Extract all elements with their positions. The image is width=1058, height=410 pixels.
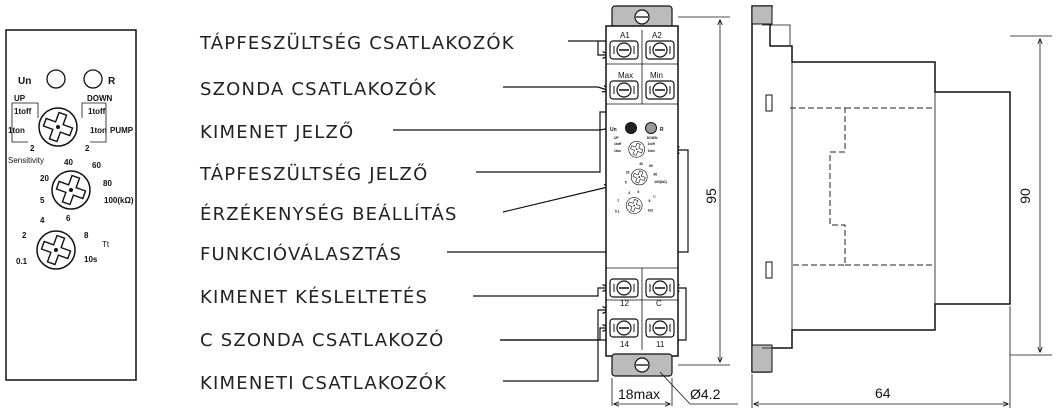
callout-supply-indicator: TÁPFESZÜLTSÉG JELZŐ [199, 163, 428, 185]
mini-t10-label: 10s [648, 208, 654, 212]
t4-label: 4 [40, 216, 45, 225]
t6-label: 6 [66, 214, 71, 223]
terminal-a1-label: A1 [620, 31, 630, 40]
dim-depth: 64 [875, 385, 891, 401]
relay-front-view: A1 A2 Max Min Un R UP DOWN 1toff 1ton 1t… [605, 5, 679, 377]
mini-up-label: UP [614, 136, 619, 140]
dim-hole: Ø4.2 [690, 386, 721, 402]
un-label: Un [18, 76, 31, 87]
terminal-14-screw[interactable] [609, 318, 639, 338]
t2-label: 2 [22, 231, 27, 240]
up-label: UP [14, 94, 26, 103]
s80-label: 80 [103, 179, 112, 188]
terminal-12-label: 12 [620, 299, 629, 308]
terminal-11-screw[interactable] [645, 318, 675, 338]
terminal-14-label: 14 [620, 340, 629, 349]
mini-tt-label: Tt [653, 195, 656, 199]
sensitivity-label: Sensitivity [8, 156, 44, 165]
down-ton-label: 1ton [90, 126, 107, 135]
mini-t4-label: 4 [628, 191, 630, 195]
down-toff-label: 1toff [88, 107, 106, 116]
t10-label: 10s [84, 255, 98, 264]
front-dimensions: 95 18max Ø4.2 [611, 16, 738, 406]
dim-width-front: 18max [618, 386, 660, 402]
t01-label: 0.1 [16, 257, 28, 266]
terminal-11-label: 11 [656, 340, 665, 349]
terminal-max-screw[interactable] [609, 80, 639, 100]
side-dimensions: 90 64 [751, 35, 1052, 408]
mini-t6-label: 6 [638, 190, 640, 194]
terminal-a2-label: A2 [652, 31, 662, 40]
mini-t01-label: 0.1 [615, 209, 620, 213]
two-a-label: 2 [30, 144, 35, 153]
mini-r-led [645, 122, 657, 134]
front-panel: Un R UP DOWN 1toff 1ton 1toff 1ton PUMP … [5, 29, 137, 381]
mini-un-led [625, 122, 637, 134]
mini-up-toff-label: 1toff [614, 142, 622, 146]
t8-label: 8 [84, 231, 89, 240]
s40-label: 40 [64, 158, 73, 167]
un-led [46, 69, 66, 89]
terminal-min-label: Min [650, 71, 663, 80]
callout-probe-terminals: SZONDA CSATLAKOZÓK [200, 78, 437, 100]
mini-s60-label: 60 [649, 164, 653, 168]
relay-side-view [751, 5, 1011, 373]
terminal-c-screw[interactable] [645, 278, 675, 298]
mini-down-toff-label: 1toff [648, 142, 656, 146]
mini-down-label: DOWN [647, 136, 658, 140]
mini-s40-label: 40 [639, 162, 643, 166]
delay-knob[interactable] [36, 230, 76, 270]
terminal-a2-screw[interactable] [645, 40, 675, 60]
down-label: DOWN [87, 94, 113, 103]
s100-label: 100(kΩ) [104, 196, 134, 205]
mini-t2-label: 2 [617, 198, 619, 202]
up-toff-label: 1toff [14, 107, 32, 116]
callout-c-probe-terminal: C SZONDA CSATLAKOZÓ [200, 329, 445, 351]
terminal-12-screw[interactable] [609, 278, 639, 298]
mini-s5-label: 5 [625, 181, 627, 185]
mini-s80-label: 80 [653, 172, 657, 176]
s20-label: 20 [40, 174, 49, 183]
pump-label: PUMP [110, 126, 134, 135]
callout-labels: TÁPFESZÜLTSÉG CSATLAKOZÓK SZONDA CSATLAK… [199, 32, 515, 394]
callout-output-indicator: KIMENET JELZŐ [200, 121, 354, 143]
callout-supply-terminals: TÁPFESZÜLTSÉG CSATLAKOZÓK [199, 32, 515, 54]
terminal-c-label: C [656, 299, 662, 308]
mini-un-label: Un [610, 127, 617, 133]
callout-sensitivity-setting: ÉRZÉKENYSÉG BEÁLLÍTÁS [200, 203, 458, 225]
sensitivity-knob[interactable] [51, 170, 91, 210]
two-b-label: 2 [85, 144, 90, 153]
mini-s20-label: 20 [626, 171, 630, 175]
r-led [83, 69, 103, 89]
s5-label: 5 [40, 196, 45, 205]
callout-function-select: FUNKCIÓVÁLASZTÁS [200, 243, 402, 265]
tt-label: Tt [102, 240, 110, 249]
mini-t8-label: 8 [648, 199, 650, 203]
up-ton-label: 1ton [8, 126, 25, 135]
mini-s100-label: 100(kΩ) [654, 180, 666, 184]
terminal-a1-screw[interactable] [609, 40, 639, 60]
dim-height-front: 95 [703, 188, 719, 204]
dim-height-side: 90 [1017, 188, 1033, 204]
function-knob[interactable] [38, 107, 78, 147]
callout-output-delay: KIMENET KÉSLELTETÉS [200, 286, 428, 308]
callout-output-terminals: KIMENETI CSATLAKOZÓK [200, 372, 447, 394]
terminal-max-label: Max [618, 71, 633, 80]
mini-down-ton-label: 1ton [648, 149, 655, 153]
mini-up-ton-label: 1ton [614, 149, 621, 153]
r-label: R [108, 76, 116, 87]
terminal-min-screw[interactable] [645, 80, 675, 100]
mini-r-label: R [660, 127, 664, 133]
s60-label: 60 [92, 161, 101, 170]
